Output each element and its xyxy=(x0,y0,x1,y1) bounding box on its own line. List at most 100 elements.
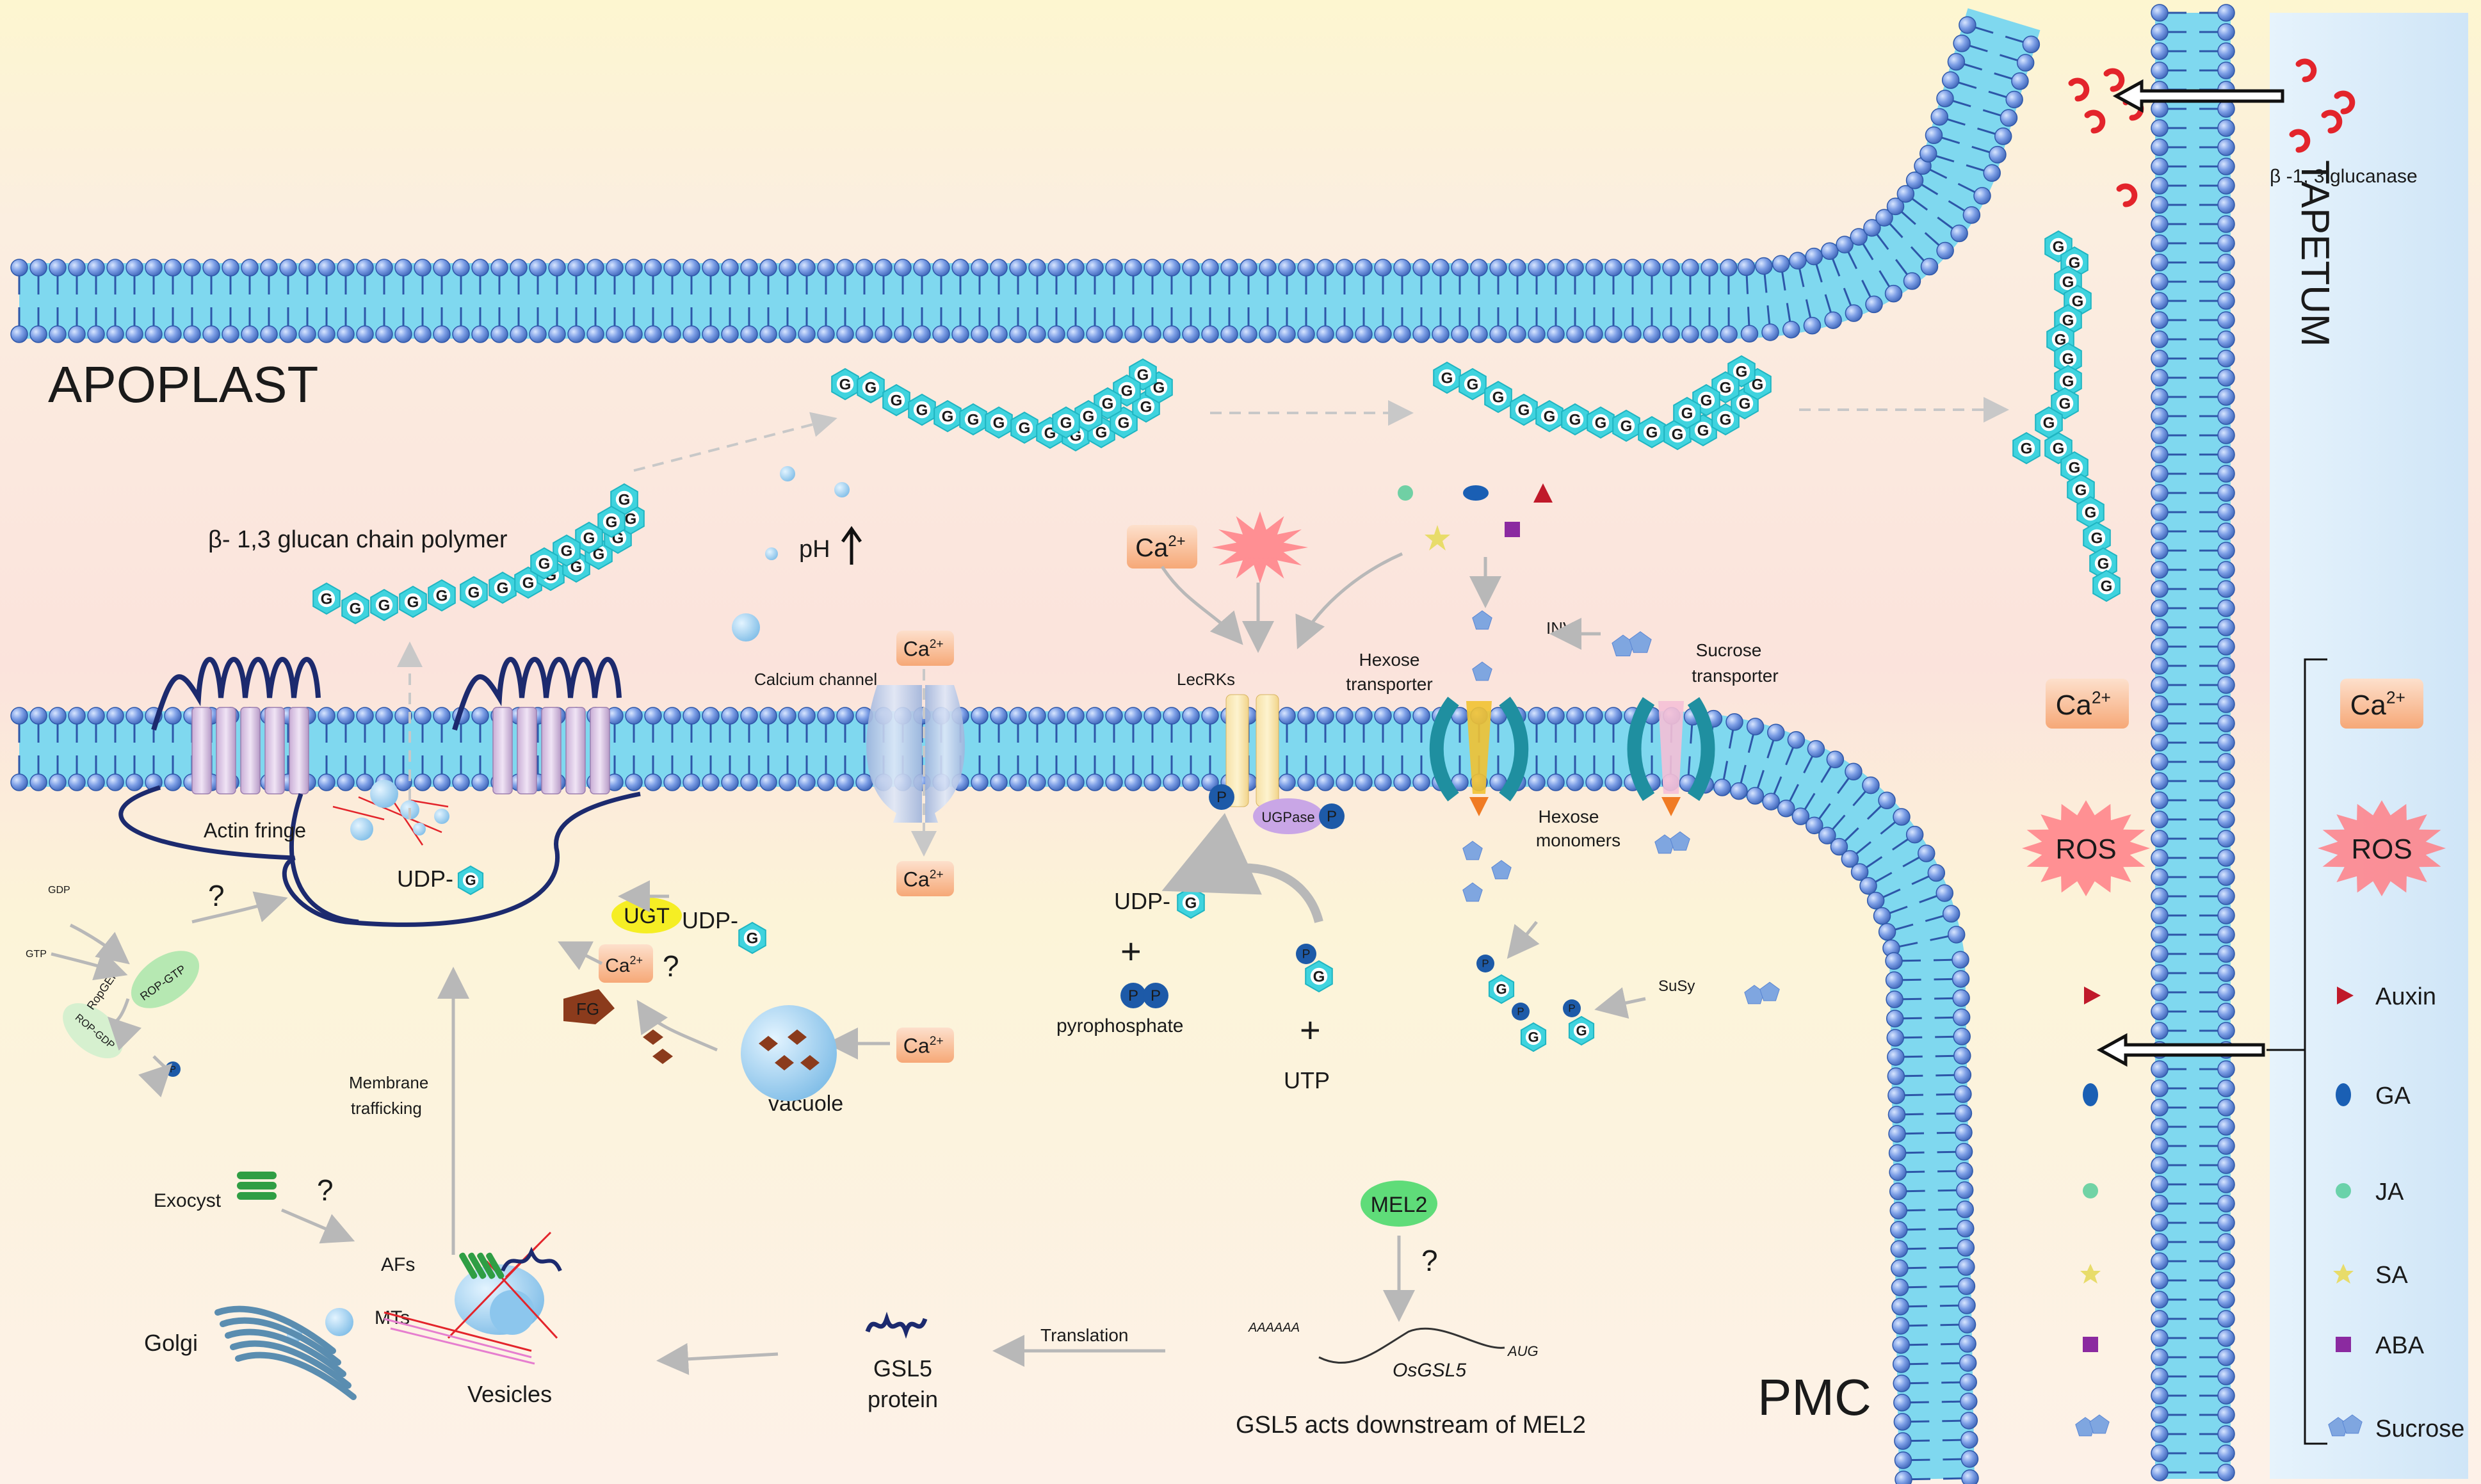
phosphate-label: P xyxy=(1151,987,1161,1004)
vesicle-core xyxy=(490,1290,535,1335)
hexose-monomers-label-1: Hexose xyxy=(1539,807,1599,827)
lipid-head xyxy=(932,325,950,343)
lipid-head xyxy=(1604,259,1622,277)
lipid-head xyxy=(2217,772,2235,790)
lipid-head xyxy=(875,325,893,343)
ugpase-reaction-arrow xyxy=(1161,812,1323,923)
glucose-letter: G xyxy=(2069,254,2081,271)
lipid-head xyxy=(1873,907,1891,925)
glucose-letter: G xyxy=(1576,1023,1587,1039)
glucose-letter: G xyxy=(625,510,637,528)
lipid-head xyxy=(1925,126,1943,145)
glucanase-secretion-arrow xyxy=(2112,79,2284,113)
lipid-head xyxy=(2151,1099,2169,1117)
pmc-aba xyxy=(2083,1337,2098,1352)
lipid-head xyxy=(894,259,912,277)
glucose-core xyxy=(622,510,640,528)
lipid-head xyxy=(683,707,700,725)
lipid-head xyxy=(1830,837,1848,856)
lipid-head xyxy=(1767,723,1785,741)
legend-label: JA xyxy=(2375,1179,2404,1206)
glucose-unit: G xyxy=(2044,230,2073,263)
lipid-head xyxy=(1893,1413,1912,1431)
lipid-head xyxy=(1845,762,1863,780)
lipid-head xyxy=(164,325,182,343)
lipid-head xyxy=(529,259,547,277)
lipid-head xyxy=(106,707,124,725)
lipid-head xyxy=(1316,707,1334,725)
glucose-unit: G xyxy=(1010,411,1038,444)
lipid-head xyxy=(683,773,700,791)
region-apoplast: APOPLAST xyxy=(48,356,318,413)
lipid-head xyxy=(1885,971,1903,989)
calcium-charge: 2+ xyxy=(2386,688,2405,707)
lipid-head xyxy=(2151,23,2169,41)
glucose-core xyxy=(1736,394,1754,412)
lipid-head xyxy=(644,325,662,343)
glucose-letter: G xyxy=(1140,398,1152,415)
lipid-head xyxy=(663,707,681,725)
lipid-head xyxy=(106,325,124,343)
glucose-unit: G xyxy=(1052,406,1080,439)
lipid-head xyxy=(2151,887,2169,905)
lipid-head xyxy=(471,325,489,343)
lipid-head xyxy=(2217,330,2235,348)
lipid-head xyxy=(2151,446,2169,464)
lipid-head xyxy=(1182,325,1200,343)
lipid-head xyxy=(2151,849,2169,867)
lipid-head xyxy=(1355,259,1373,277)
glucose-letter: G xyxy=(1153,379,1165,396)
lipid-head xyxy=(2151,426,2169,444)
lipid-head xyxy=(1681,259,1699,277)
glucose-core xyxy=(1566,410,1584,428)
lipid-head xyxy=(2217,1022,2235,1040)
glucose-unit: G xyxy=(2054,364,2082,398)
glucose-letter: G xyxy=(436,587,448,604)
phosphate-circle xyxy=(1512,1003,1530,1020)
gsl-loops xyxy=(151,657,321,731)
glucose-core xyxy=(519,574,537,592)
glucose-letter: G xyxy=(1720,411,1732,428)
lipid-head xyxy=(1983,164,2001,182)
lipid-head xyxy=(2151,618,2169,636)
lipid-head xyxy=(1893,1394,1911,1412)
lipid-head xyxy=(2217,388,2235,406)
legend-item-aba: ABA xyxy=(2336,1332,2425,1359)
glucose-core xyxy=(743,929,761,947)
lipid-head xyxy=(798,325,816,343)
lipid-head xyxy=(779,325,796,343)
lipid-head xyxy=(337,325,355,343)
lipid-head xyxy=(1701,325,1718,343)
glucose-unit: G xyxy=(1484,380,1512,414)
calcium-box-bg xyxy=(896,631,954,666)
lipid-head xyxy=(2217,100,2235,118)
glucose-unit: G xyxy=(530,547,558,580)
lipid-head xyxy=(2217,1137,2235,1155)
lipid-head xyxy=(606,259,624,277)
lipid-head xyxy=(2217,484,2235,502)
lipid-head xyxy=(1604,325,1622,343)
calcium-to-ugt-arrow xyxy=(558,941,603,971)
glucose-core xyxy=(1057,414,1075,431)
lipid-head xyxy=(1782,321,1800,339)
lipid-head xyxy=(414,773,432,791)
calcium-charge: 2+ xyxy=(930,638,944,651)
lipid-head xyxy=(1047,259,1065,277)
lipid-head xyxy=(1954,1104,1973,1122)
lipid-head xyxy=(740,707,758,725)
lipid-head xyxy=(1955,1181,1974,1199)
lipid-head xyxy=(1009,707,1027,725)
golgi-cisterna-3 xyxy=(230,1340,352,1389)
calcium-charge: 2+ xyxy=(930,868,944,882)
lipid-head xyxy=(2217,1252,2235,1270)
calcium-box-channel-top: Ca2+ xyxy=(896,631,954,666)
lipid-head xyxy=(337,707,355,725)
lipid-head xyxy=(1887,1106,1906,1124)
lipid-head xyxy=(1144,773,1161,791)
lecrk-phosphate-2: P xyxy=(1319,803,1345,829)
calcium-box-channel-bottom: Ca2+ xyxy=(896,861,954,896)
glucose-unit: G xyxy=(2035,406,2063,439)
lipid-head xyxy=(1866,891,1885,910)
lipid-head xyxy=(2151,292,2169,310)
lipid-head xyxy=(1547,325,1565,343)
